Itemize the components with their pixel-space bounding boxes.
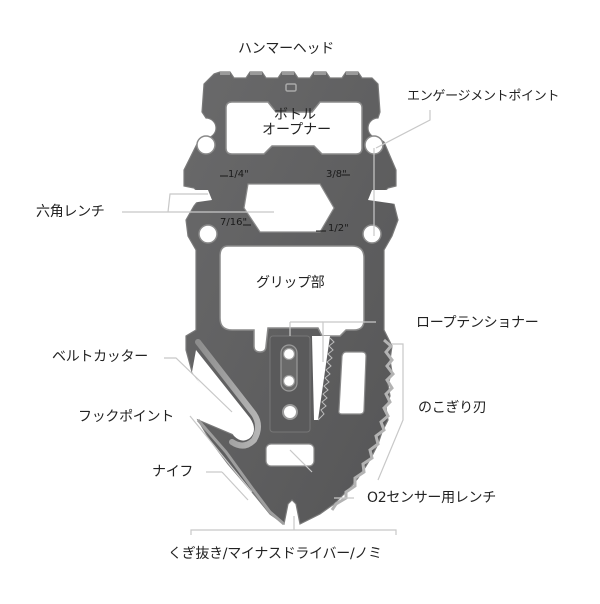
label-grip: グリップ部 <box>256 275 325 291</box>
grip-cutout <box>219 245 365 353</box>
label-hex-wrench: 六角レンチ <box>36 204 105 220</box>
leader-lines <box>122 110 431 535</box>
label-bottle-opener: ボトル オープナー <box>262 107 332 138</box>
hex-wrench-cutout <box>243 183 335 233</box>
label-hook-point: フックポイント <box>78 409 174 425</box>
label-bottle-opener-line2: オープナー <box>262 121 332 138</box>
knife-edge <box>196 419 285 526</box>
label-hammer-head: ハンマーヘッド <box>238 41 334 57</box>
rope-serration <box>317 337 335 421</box>
engagement-hole-left <box>196 135 216 155</box>
lower-hole-right <box>362 224 382 244</box>
belt-cutter-gap <box>192 350 254 441</box>
label-rope-tensioner: ロープテンショナー <box>416 315 539 331</box>
label-engagement-point: エンゲージメントポイント <box>407 89 560 104</box>
wrench-size-quarter: 1/4" <box>228 169 249 180</box>
label-knife: ナイフ <box>152 464 194 480</box>
saw-teeth <box>330 338 395 511</box>
side-notch-right <box>368 190 396 204</box>
wrench-size-seven-sixteenths: 7/16" <box>220 217 248 228</box>
slanted-window <box>338 351 367 415</box>
logo-mark <box>285 83 297 92</box>
wrench-size-three-eighths: 3/8" <box>326 169 347 180</box>
saw-slot <box>312 336 330 420</box>
tensioner-hole-3 <box>282 404 298 420</box>
hammer-teeth <box>220 72 358 75</box>
bottle-opener-cutout <box>225 101 363 155</box>
label-belt-cutter: ベルトカッター <box>52 349 148 365</box>
lower-hole-left <box>198 224 218 244</box>
label-bottle-opener-line1: ボトル <box>274 107 316 123</box>
wrench-size-ticks <box>220 174 350 232</box>
belt-cutter-edge <box>195 339 261 449</box>
o2-wrench-slot <box>265 443 315 467</box>
wrench-size-half: 1/2" <box>328 223 349 234</box>
tensioner-hole-2 <box>282 374 296 388</box>
label-nail-puller: くぎ抜き/マイナスドライバー/ノミ <box>168 546 382 562</box>
tensioner-hole-1 <box>282 347 296 361</box>
label-saw-blade: のこぎり刃 <box>418 400 487 416</box>
label-o2-sensor-wrench: O2センサー用レンチ <box>367 490 496 506</box>
